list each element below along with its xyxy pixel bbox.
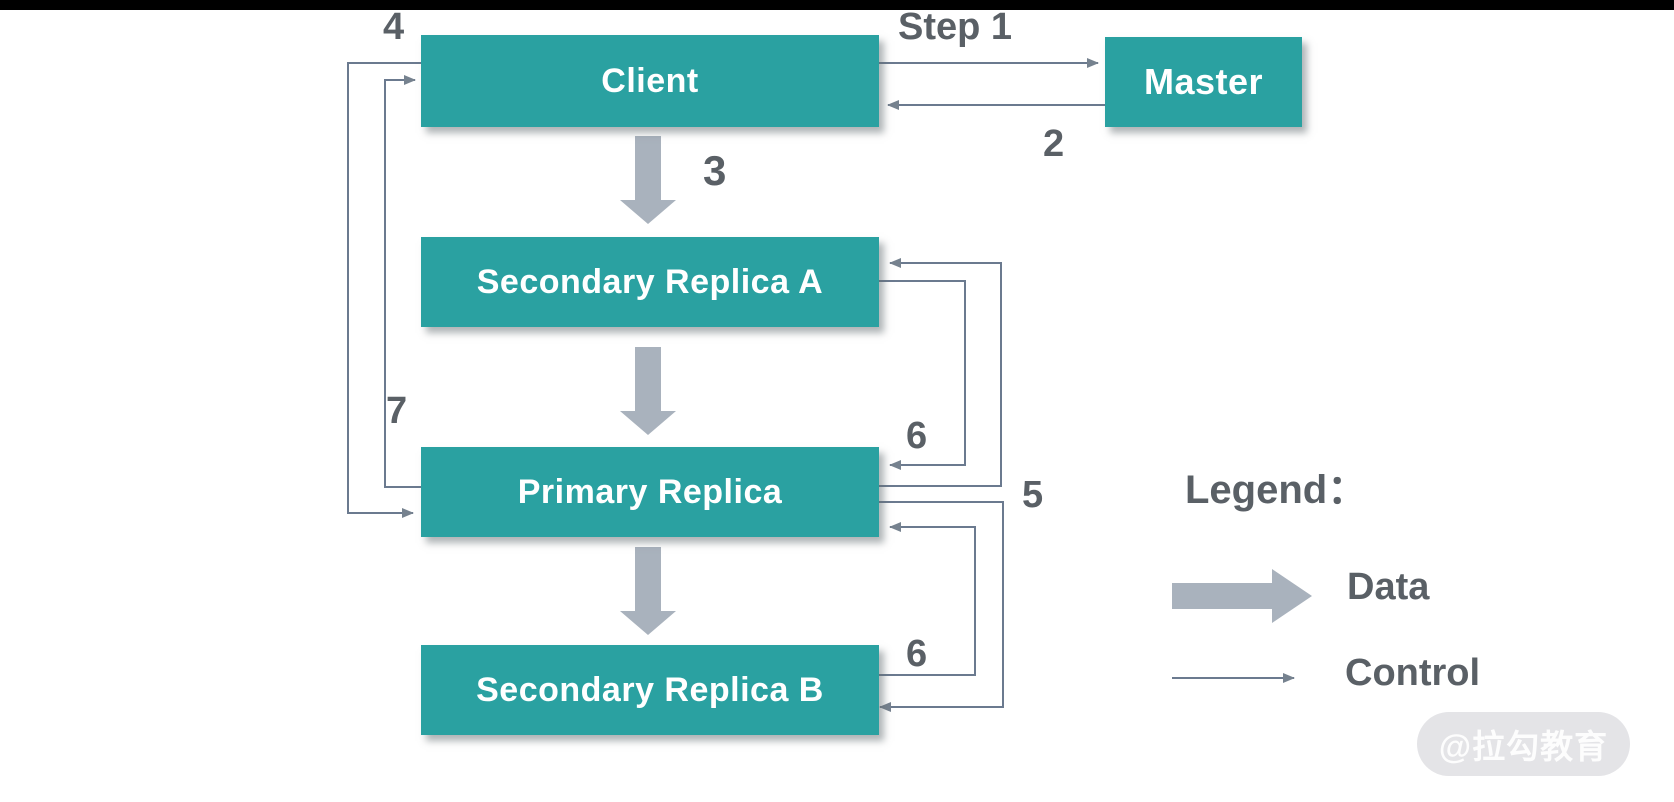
- data-arrow-primary-to-secondary-b: [620, 547, 676, 635]
- step-label-6-lower: 6: [906, 633, 928, 675]
- step-label-1: Step 1: [898, 6, 1013, 48]
- control-arrow-step6-secondary-b-to-primary: [879, 522, 976, 676]
- legend-item-data-label: Data: [1347, 566, 1430, 608]
- data-arrow-secondary-a-to-primary: [620, 347, 676, 435]
- step-label-2: 2: [1043, 123, 1065, 165]
- node-master: Master: [1105, 37, 1302, 127]
- legend-data-arrow-icon: [1172, 569, 1312, 623]
- control-arrow-step6-secondary-a-to-primary: [879, 280, 966, 470]
- legend-item-control-label: Control: [1345, 652, 1481, 694]
- letterbox-top-bar: [0, 0, 1674, 10]
- legend-title: Legend：: [1185, 468, 1368, 512]
- control-arrow-step4-client-to-primary: [347, 62, 421, 518]
- step-label-3: 3: [703, 147, 727, 194]
- node-primary-replica: Primary Replica: [421, 447, 879, 537]
- step-label-7: 7: [386, 390, 408, 432]
- step-label-4: 4: [383, 6, 405, 48]
- step-label-6-upper: 6: [906, 415, 928, 457]
- node-client: Client: [421, 35, 879, 127]
- data-arrow-client-to-secondary-a: [620, 136, 676, 224]
- watermark-badge: @拉勾教育: [1417, 712, 1630, 776]
- step-label-5: 5: [1022, 474, 1044, 516]
- control-arrow-step7-primary-to-client: [384, 75, 421, 488]
- control-arrow-step5-primary-to-secondary-a: [879, 258, 1002, 487]
- node-secondary-replica-a: Secondary Replica A: [421, 237, 879, 327]
- control-arrow-step5-primary-to-secondary-b: [879, 501, 1004, 712]
- node-secondary-replica-b: Secondary Replica B: [421, 645, 879, 735]
